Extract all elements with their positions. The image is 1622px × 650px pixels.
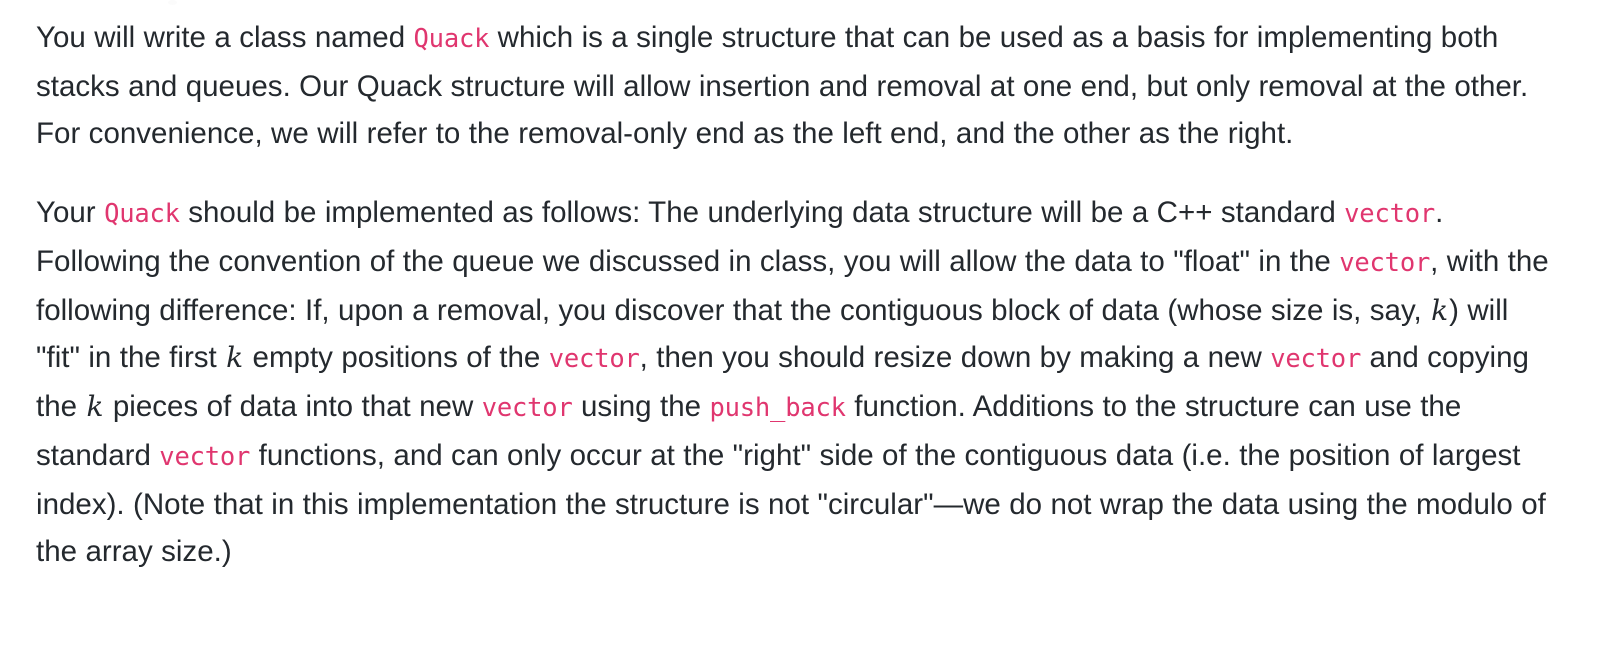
inline-code-vector: vector — [1270, 344, 1362, 374]
inline-code-quack: Quack — [104, 199, 180, 229]
math-variable-k: k — [1431, 294, 1449, 327]
inline-code-vector: vector — [1344, 199, 1436, 229]
inline-code-quack: Quack — [413, 24, 490, 54]
clipped-glyph-artifact — [168, 0, 177, 5]
paragraph-quack-implementation: Your Quack should be implemented as foll… — [36, 196, 1549, 568]
math-variable-k: k — [226, 341, 244, 374]
paragraph-quack-overview: You will write a class named Quack which… — [36, 21, 1529, 150]
inline-code-vector: vector — [481, 393, 573, 423]
inline-code-vector: vector — [1339, 248, 1431, 278]
document-body: You will write a class named Quack which… — [36, 0, 1549, 568]
inline-code-vector: vector — [548, 344, 640, 374]
math-variable-k: k — [86, 390, 104, 423]
inline-code-vector: vector — [159, 442, 251, 472]
inline-code-push-back: push_back — [709, 393, 846, 423]
